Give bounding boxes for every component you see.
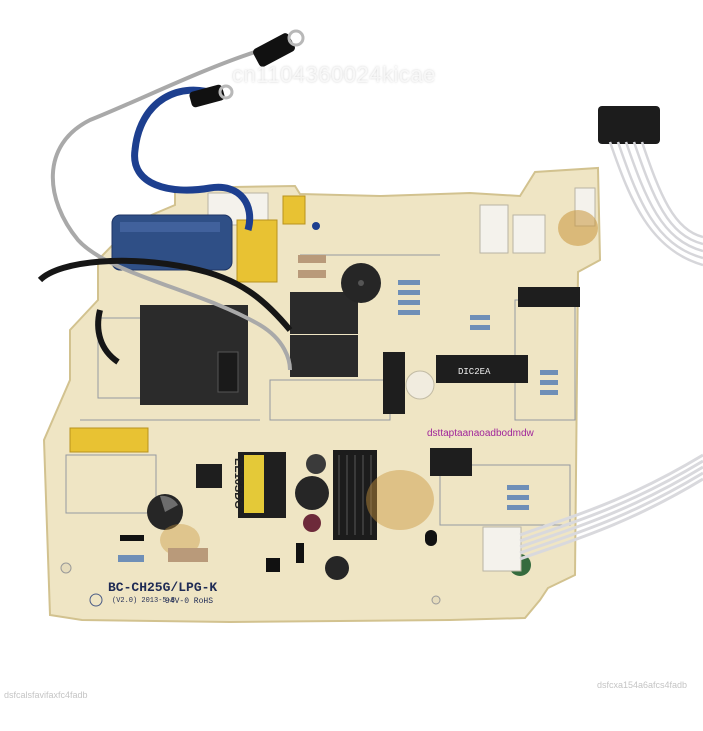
thermistor-socket [405, 370, 435, 400]
footer-watermark-right: dsfcxa154a6afcs4fadb [597, 680, 688, 690]
connector [479, 204, 509, 254]
yellow-capacitor [282, 195, 306, 225]
black-wire [95, 309, 120, 365]
transformer-label-text: EE16SDG [232, 458, 244, 509]
mount-hole [60, 562, 72, 574]
electrolytic-capacitor [295, 476, 329, 510]
pcb-board [42, 166, 602, 624]
board-model-label: BC-CH25G/LPG-K [108, 580, 218, 595]
buzzer-hole [358, 280, 364, 286]
connector [482, 526, 522, 572]
ribbon-cable [519, 453, 703, 561]
electrolytic-capacitor [306, 454, 326, 474]
cap-stripe [160, 495, 178, 512]
ic [430, 448, 472, 476]
yellow-capacitor [69, 427, 149, 453]
ribbon-cable-top [608, 141, 703, 267]
transformer-label [244, 455, 264, 513]
main-ic [436, 355, 528, 383]
ic [196, 464, 222, 488]
chip-label: DIC2EA [458, 367, 491, 377]
ic [518, 287, 580, 307]
blue-wire [131, 86, 254, 231]
magenta-overlay-label: dsttaptaanaoadbodmdw [427, 428, 534, 439]
board-cert-label: 94V-0 RoHS [165, 597, 214, 606]
ring-terminal [253, 29, 305, 67]
heatsink-fins [338, 455, 372, 535]
yellow-capacitor [236, 219, 278, 283]
electrolytic-capacitor [303, 514, 321, 532]
black-wire [37, 257, 293, 332]
ring-terminal [189, 84, 234, 108]
relay [290, 292, 358, 334]
board-revision-label: (V2.0) 2013-5-8 [112, 597, 176, 605]
mount-hole [89, 593, 103, 607]
relay [290, 335, 358, 377]
watermark: cn1104360024kicae [232, 62, 436, 87]
electrolytic-capacitor [325, 556, 349, 580]
mount-hole [431, 595, 441, 605]
mount-hole [312, 222, 320, 230]
capacitor-highlight [120, 222, 220, 232]
connector [512, 214, 546, 254]
resistor-array [118, 255, 558, 562]
diode [296, 543, 304, 563]
flux-stain [366, 470, 434, 530]
ribbon-connector [598, 106, 660, 144]
transistor [425, 530, 437, 546]
relay-window [217, 351, 239, 393]
footer-watermark-left: dsfcalsfavifaxfc4fadb [4, 690, 88, 700]
diode [120, 535, 144, 541]
flux-stain [558, 210, 598, 246]
ic [383, 352, 405, 414]
grey-wire [50, 50, 292, 371]
transistor [266, 558, 280, 572]
